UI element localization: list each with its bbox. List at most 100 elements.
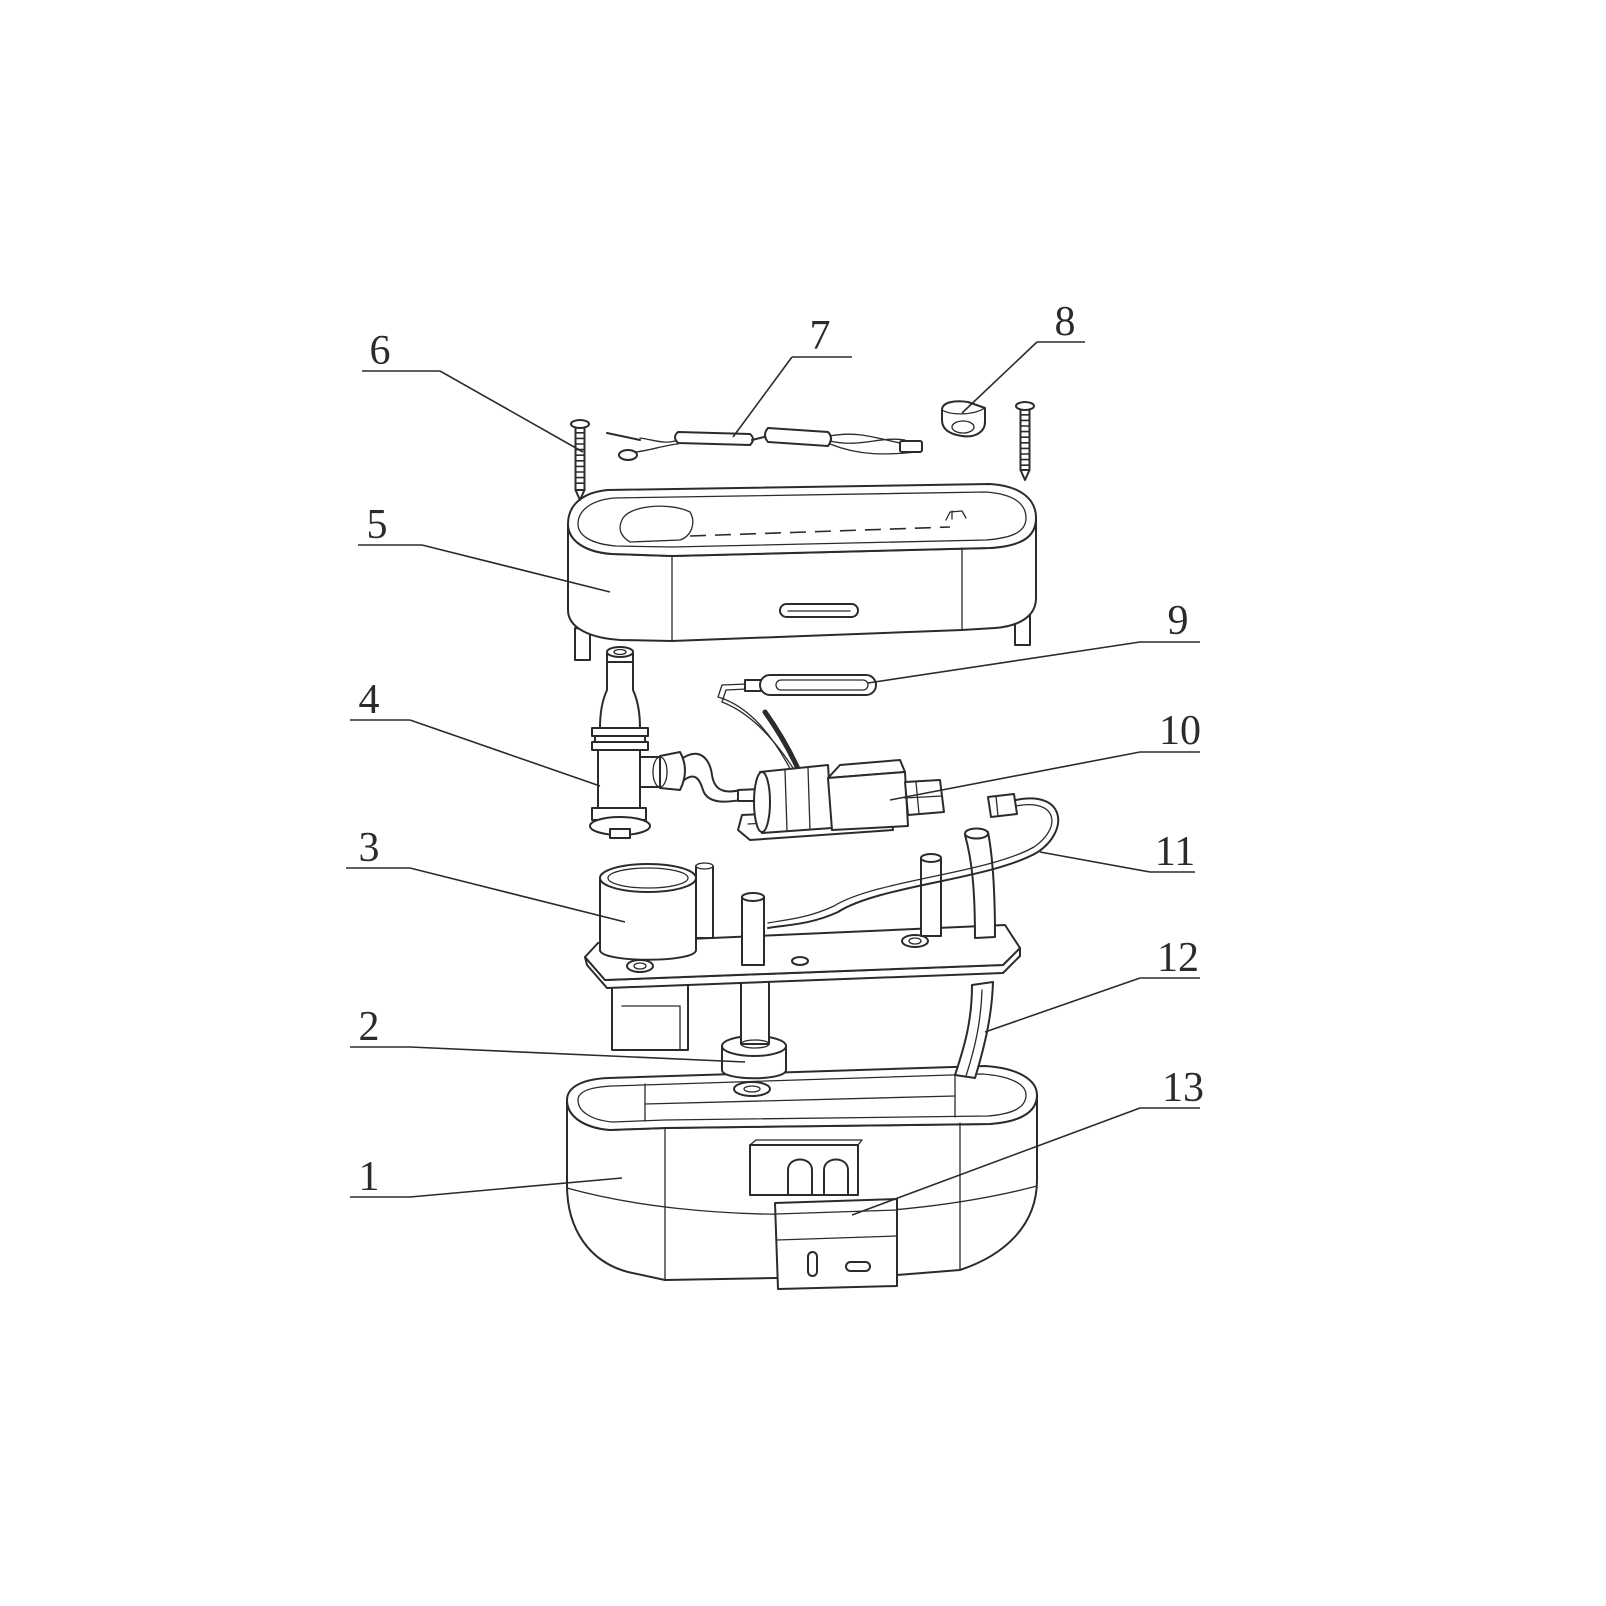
plate-nut-right bbox=[901, 934, 929, 948]
motor-block-panel bbox=[621, 1005, 681, 1051]
callout-6: 6 bbox=[362, 328, 584, 453]
base-inner-floor-line bbox=[644, 1095, 956, 1105]
valve-ring-1 bbox=[591, 727, 649, 737]
callout-1: 1 bbox=[350, 1154, 623, 1200]
callout-6-leader bbox=[439, 370, 584, 453]
valve-hose-outer bbox=[679, 752, 743, 793]
callout-11: 11 bbox=[1039, 829, 1195, 875]
cap-body bbox=[941, 400, 986, 438]
valve-hose-inner bbox=[681, 775, 743, 803]
callout-3: 3 bbox=[346, 825, 626, 923]
harness-ring-terminal bbox=[618, 449, 638, 461]
callout-4-leader bbox=[409, 719, 601, 787]
callout-9-number: 9 bbox=[1168, 598, 1189, 644]
part-8-cap bbox=[941, 400, 986, 438]
callout-4: 4 bbox=[350, 677, 601, 787]
part-12-tube-upper bbox=[964, 827, 996, 939]
callout-13-leader bbox=[851, 1107, 1141, 1216]
valve-ring-3 bbox=[591, 741, 649, 751]
valve-neck bbox=[599, 661, 641, 729]
callout-12-number: 12 bbox=[1157, 935, 1199, 981]
wire-11-outer bbox=[767, 797, 1060, 929]
harness-right-wire-b bbox=[829, 438, 906, 444]
screw-left-shank bbox=[574, 425, 586, 491]
sensor-stub bbox=[744, 679, 762, 692]
bracket-slot-vertical bbox=[807, 1251, 818, 1277]
callout-10-number: 10 bbox=[1159, 708, 1201, 754]
coupling-shaft-end bbox=[740, 1039, 770, 1049]
pump-motor-ring-1 bbox=[784, 769, 788, 832]
callout-9-leader bbox=[867, 641, 1141, 684]
callout-8-number: 8 bbox=[1055, 299, 1076, 345]
callout-7-leader bbox=[732, 356, 793, 438]
standoff-right-top bbox=[920, 853, 942, 863]
callout-8: 8 bbox=[961, 299, 1085, 414]
callout-13-number: 13 bbox=[1162, 1065, 1204, 1111]
tube-lower-highlight bbox=[965, 989, 983, 1077]
part-4-valve bbox=[589, 646, 743, 839]
tube-upper-end bbox=[964, 827, 989, 840]
standoff-left bbox=[741, 896, 765, 966]
part-2-coupling bbox=[721, 977, 787, 1080]
callout-3-number: 3 bbox=[359, 825, 380, 871]
callout-3-leader bbox=[409, 867, 626, 923]
callout-5-number: 5 bbox=[367, 502, 388, 548]
callout-1-number: 1 bbox=[359, 1154, 380, 1200]
callout-12: 12 bbox=[984, 935, 1200, 1033]
callout-2-number: 2 bbox=[359, 1004, 380, 1050]
plate-nut-left-hole bbox=[633, 962, 647, 970]
base-clip-slot-left bbox=[787, 1158, 813, 1196]
valve-body bbox=[597, 749, 641, 809]
callout-11-number: 11 bbox=[1155, 829, 1195, 875]
bracket-top-fold bbox=[775, 1209, 898, 1215]
callout-2: 2 bbox=[350, 1004, 746, 1063]
harness-left-wire-a bbox=[639, 437, 679, 443]
screw-right-shank bbox=[1019, 407, 1031, 471]
part-6-screws bbox=[570, 401, 1035, 501]
screw-left-tip bbox=[574, 489, 586, 501]
cylinder-opening bbox=[607, 867, 689, 889]
callout-11-leader bbox=[1039, 851, 1151, 873]
cylinder-tab bbox=[695, 865, 714, 939]
callout-5-leader bbox=[421, 544, 611, 593]
coupling-shaft bbox=[740, 977, 770, 1045]
callout-10-leader bbox=[889, 751, 1141, 801]
valve-side-port bbox=[639, 756, 661, 788]
cover-mist-opening bbox=[619, 505, 694, 543]
callouts: 6 7 8 5 9 4 10 bbox=[346, 299, 1204, 1216]
plate-nut-left bbox=[626, 959, 654, 973]
tube-lower-body bbox=[954, 981, 994, 1079]
part-7-wire-harness bbox=[606, 427, 923, 461]
cap-top-edge bbox=[941, 407, 986, 415]
harness-sleeve-left bbox=[674, 431, 754, 446]
standoffs bbox=[741, 853, 942, 966]
callout-4-number: 4 bbox=[359, 677, 380, 723]
harness-sleeve-right bbox=[764, 427, 832, 447]
wire-11-connector-face bbox=[995, 795, 999, 817]
standoff-right bbox=[920, 857, 942, 937]
base-nut bbox=[733, 1081, 771, 1097]
sensor-inner-float bbox=[775, 679, 869, 691]
motor-block-under-plate bbox=[611, 983, 689, 1051]
wire-11-inner bbox=[767, 804, 1053, 924]
tube-upper-body bbox=[964, 831, 996, 939]
valve-cap-hole bbox=[613, 648, 627, 656]
cover-hidden-edge bbox=[689, 526, 951, 537]
part-13-mounting-bracket bbox=[774, 1198, 898, 1290]
valve-bottom-stub bbox=[609, 828, 631, 839]
sensor-tube bbox=[759, 674, 877, 696]
cylinder-body bbox=[599, 877, 697, 961]
mounting-plate bbox=[584, 924, 1021, 989]
base-clip bbox=[749, 1144, 859, 1196]
motor-block bbox=[611, 983, 689, 1051]
screw-right-tip bbox=[1019, 469, 1031, 481]
base-rim-outer bbox=[566, 1065, 1038, 1131]
harness-left-wire-b bbox=[635, 443, 679, 453]
callout-9: 9 bbox=[867, 598, 1200, 684]
pump-motor-ring-2 bbox=[807, 767, 811, 831]
part-3-cylinder-housing bbox=[599, 862, 714, 961]
callout-1-leader bbox=[409, 1177, 623, 1198]
callout-12-leader bbox=[984, 977, 1141, 1033]
valve-cap-top bbox=[606, 646, 634, 658]
